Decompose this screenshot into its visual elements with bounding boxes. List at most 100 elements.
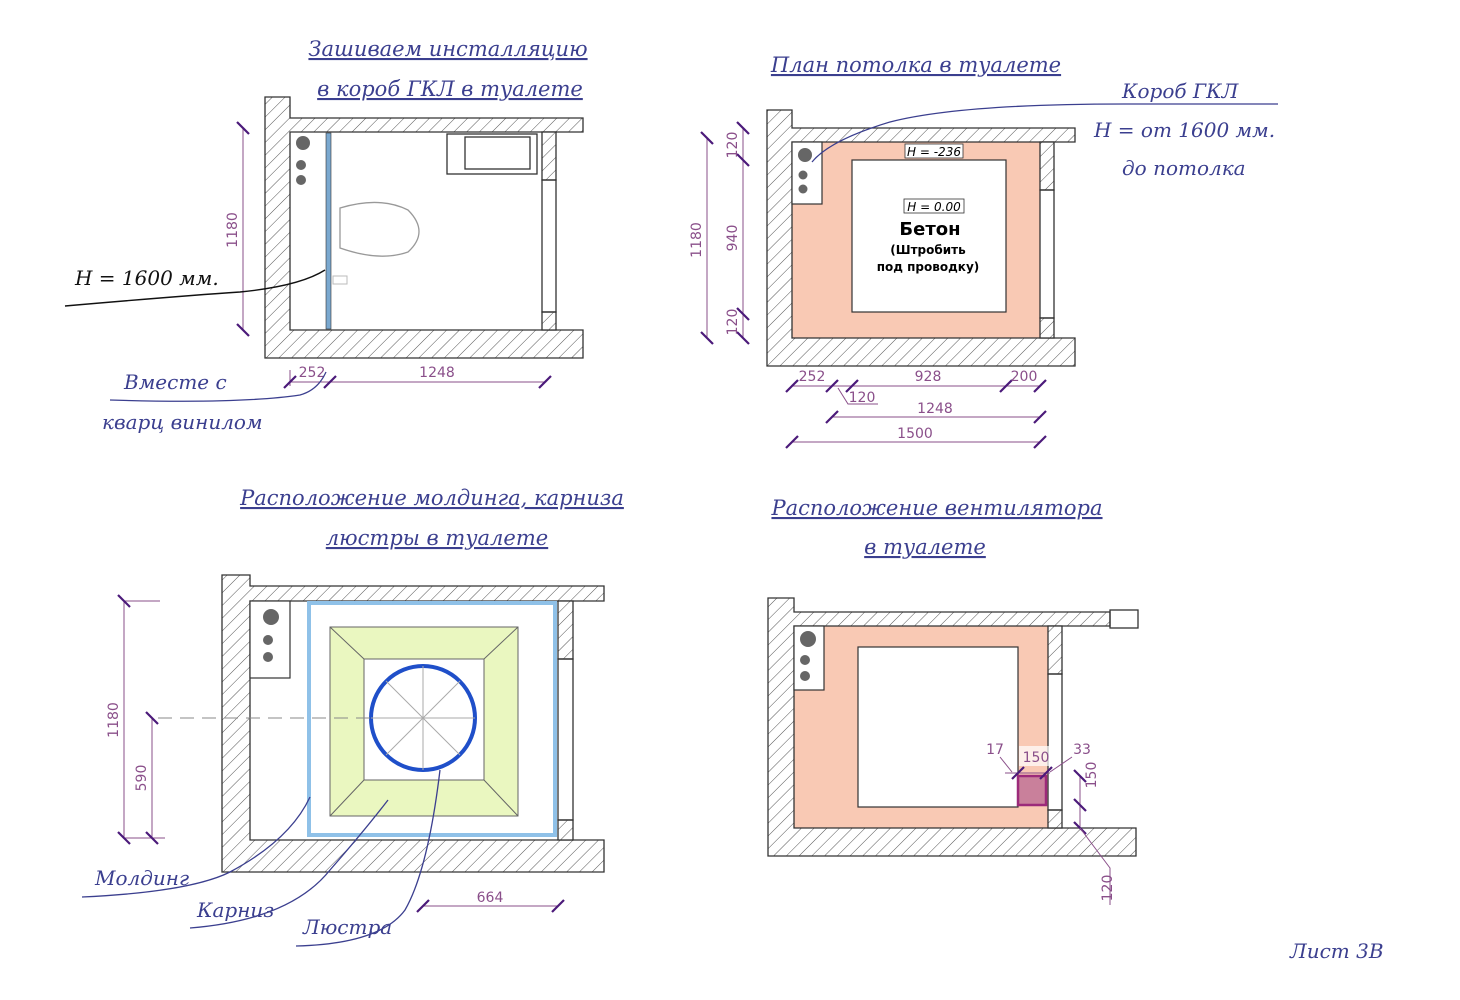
plan3-pipe-icon: [263, 652, 273, 662]
plan1-riser-icon: [296, 136, 310, 150]
plan2-dim-top-120: 120: [725, 132, 741, 159]
plan2-dim-tick: [736, 153, 750, 167]
plan2-dim-tick: [1033, 435, 1047, 449]
plan2-dim-252: 252: [799, 369, 826, 385]
plan2-level-top: H = -236: [907, 145, 961, 159]
plan4-dim-leader: [1049, 756, 1073, 773]
plan-installation-box: Зашиваем инсталляцию в короб ГКЛ в туале…: [64, 37, 588, 434]
plan2-dim-1500: 1500: [897, 426, 933, 442]
plan4-dim-tick: [1039, 766, 1053, 780]
plan4-window: [1109, 609, 1139, 629]
plan3-dim-1180: 1180: [106, 702, 122, 738]
plan1-sink: [446, 133, 538, 175]
plan1-dim-1248: 1248: [419, 365, 455, 381]
plan3-right-wall-bottom: [557, 819, 574, 841]
plan2-dim-tick: [736, 307, 750, 321]
plan3-cornice-corner: [329, 626, 365, 660]
plan2-dim-tick: [845, 379, 859, 393]
plan2-right-wall-bottom: [1039, 317, 1055, 339]
plan1-dim-1180: 1180: [225, 212, 241, 248]
plan1-height-note: H = 1600 мм.: [74, 266, 219, 290]
plan1-dim-tick: [236, 323, 250, 337]
plan2-dim-tick: [825, 410, 839, 424]
sheet-label: Лист 3В: [1289, 939, 1384, 963]
plan3-riser-icon: [263, 609, 279, 625]
plan1-dim-tick: [236, 121, 250, 135]
plan3-chandelier-leader: [295, 769, 441, 947]
plan1-pipe-icon: [296, 175, 306, 185]
plan1-right-wall-bottom: [541, 311, 557, 331]
plan3-label-cornice: Карниз: [196, 898, 274, 922]
plan4-concrete-area: [857, 646, 1019, 808]
plan2-level-center-frame: [903, 198, 965, 214]
plan4-pipe-icon: [800, 655, 810, 665]
plan2-title: План потолка в туалете: [770, 53, 1061, 77]
plan3-molding: [307, 601, 557, 837]
plan2-dim-tick: [736, 331, 750, 345]
plan2-box-label: Короб ГКЛ: [1121, 79, 1240, 103]
plan3-dim-tick: [145, 831, 159, 845]
plan2-box-height-line2: до потолка: [1122, 156, 1246, 180]
plan3-dim-tick: [117, 831, 131, 845]
plan3-pipe-icon: [263, 635, 273, 645]
plan2-dim-leader: [837, 387, 878, 405]
plan-molding-cornice: Расположение молдинга, карниза люстры в …: [81, 486, 624, 947]
plan2-dim-tick: [825, 379, 839, 393]
plan1-dim-tick: [538, 375, 552, 389]
plan1-dim-tick: [323, 375, 337, 389]
plan4-dim-tick: [1073, 798, 1087, 812]
plan4-dim-leader: [1079, 827, 1111, 905]
plan1-pipe-icon: [296, 160, 306, 170]
plan1-door-opening: [541, 179, 557, 313]
plan2-level-top-frame: [904, 143, 964, 159]
plan1-note-leader: [109, 371, 327, 402]
plan4-dim-150-v: 150: [1084, 762, 1100, 789]
plan2-material-note1: (Штробить: [890, 243, 966, 257]
plan4-pipe-icon: [800, 671, 810, 681]
plan3-cornice-corner: [483, 779, 519, 817]
plan2-dim-tick: [999, 379, 1013, 393]
plan2-right-wall-top: [1039, 141, 1055, 191]
plan2-dim-tick: [700, 131, 714, 145]
plan2-dim-940: 940: [725, 225, 741, 252]
plan1-wall: [264, 96, 584, 359]
plan4-dim-33: 33: [1073, 742, 1091, 758]
plan3-cornice-corner: [329, 779, 365, 817]
plan4-door-opening: [1047, 673, 1063, 811]
plan2-dim-928: 928: [915, 369, 942, 385]
plan2-dim-tick: [785, 435, 799, 449]
plan-fan-location: Расположение вентилятора в туалете 17 15…: [767, 496, 1139, 905]
plan3-molding-leader: [81, 796, 311, 898]
plan2-box-height-line1: H = от 1600 мм.: [1093, 118, 1275, 142]
plan2-box-leader: [811, 103, 1278, 163]
plan4-fan-icon: [1016, 774, 1048, 807]
plan4-dim-leader: [999, 756, 1013, 773]
plan3-cornice-leader: [189, 799, 389, 929]
plan3-right-wall-top: [557, 600, 574, 660]
plan1-dim-tick: [283, 375, 297, 389]
plan2-pipe-icon: [798, 184, 808, 194]
plan2-riser-icon: [798, 148, 812, 162]
plan4-dim-17: 17: [986, 742, 1004, 758]
plan1-title-line1: Зашиваем инсталляцию: [308, 37, 587, 61]
plan2-concrete-area: [851, 159, 1007, 313]
plan2-dim-1180: 1180: [689, 222, 705, 258]
plan1-dim-252: 252: [299, 365, 326, 381]
plan3-dim-tick: [551, 899, 565, 913]
plan4-right-wall-bottom: [1047, 809, 1063, 829]
plan2-material-note2: под проводку): [877, 260, 980, 274]
plan2-dim-tick: [700, 331, 714, 345]
plan4-dim-150-h: 150: [1023, 750, 1050, 766]
plan2-material: Бетон: [899, 219, 960, 240]
plan1-height-leader: [64, 269, 326, 307]
plan2-pipe-icon: [798, 170, 808, 180]
plan1-note-line1: Вместе с: [123, 370, 227, 394]
plan4-riser-icon: [800, 631, 816, 647]
plan4-dim-bg: [1019, 746, 1051, 766]
plan2-level-center: H = 0.00: [907, 200, 961, 214]
plan2-dim-200: 200: [1011, 369, 1038, 385]
plan4-dim-tick: [1011, 766, 1025, 780]
plan2-dim-small-120: 120: [849, 390, 876, 406]
plan1-toilet-icon: [339, 201, 420, 257]
plan3-dim-tick: [416, 899, 430, 913]
